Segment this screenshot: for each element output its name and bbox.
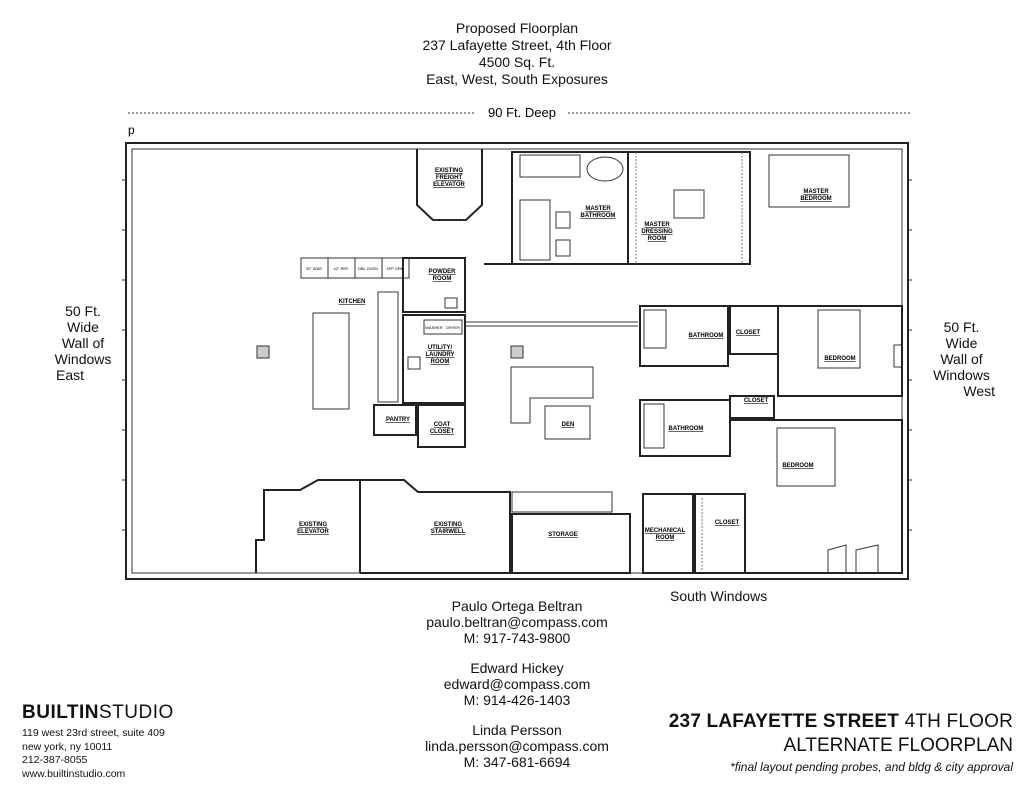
- contact-name: Linda Persson: [472, 722, 562, 738]
- header-exposures: East, West, South Exposures: [426, 71, 608, 87]
- svg-text:30" W&E: 30" W&E: [306, 266, 322, 271]
- svg-text:CLOSET: CLOSET: [715, 520, 740, 526]
- title-subtitle: ALTERNATE FLOORPLAN: [783, 735, 1013, 756]
- svg-text:EXISTING: EXISTING: [435, 168, 463, 174]
- svg-text:PANTRY: PANTRY: [386, 417, 410, 423]
- svg-text:EXISTING: EXISTING: [299, 522, 327, 528]
- svg-text:POWDER: POWDER: [429, 269, 457, 275]
- svg-text:42" REF: 42" REF: [334, 266, 350, 271]
- east-wall-label: 50 Ft. Wide Wall of Windows East: [54, 303, 112, 383]
- dimension-label: 90 Ft. Deep: [488, 105, 556, 120]
- contact-name: Paulo Ortega Beltran: [451, 598, 583, 614]
- svg-text:ROOM: ROOM: [656, 535, 675, 541]
- contact-name: Edward Hickey: [470, 660, 564, 676]
- svg-text:4FP GRB: 4FP GRB: [386, 266, 403, 271]
- freight-elevator: EXISTING FREIGHT ELEVATOR: [416, 149, 483, 221]
- south-windows-label: South Windows: [670, 588, 768, 604]
- svg-text:BATHROOM: BATHROOM: [581, 213, 616, 219]
- svg-text:CLOSET: CLOSET: [736, 330, 761, 336]
- svg-text:BEDROOM: BEDROOM: [824, 356, 855, 362]
- svg-text:EXISTING: EXISTING: [434, 522, 462, 528]
- svg-text:LAUNDRY: LAUNDRY: [425, 352, 454, 358]
- contact-3: Linda Persson linda.persson@compass.com …: [367, 722, 667, 770]
- west-wall-label: 50 Ft. Wide Wall of Windows West: [933, 319, 995, 399]
- svg-text:BATHROOM: BATHROOM: [689, 333, 724, 339]
- svg-text:STAIRWELL: STAIRWELL: [431, 529, 466, 535]
- svg-text:CLOSET: CLOSET: [744, 398, 769, 404]
- svg-text:DEN: DEN: [562, 422, 575, 428]
- den: DEN: [465, 321, 638, 440]
- svg-text:DRYER: DRYER: [446, 325, 460, 330]
- contact-email[interactable]: edward@compass.com: [443, 676, 591, 692]
- header-area: 4500 Sq. Ft.: [478, 54, 556, 70]
- svg-text:ELEVATOR: ELEVATOR: [297, 529, 329, 535]
- brand-address: 119 west 23rd street, suite 409 new york…: [22, 727, 174, 781]
- svg-text:DRESSING: DRESSING: [641, 229, 673, 235]
- contact-phone: M: 917-743-9800: [463, 630, 571, 646]
- svg-text:KITCHEN: KITCHEN: [339, 299, 366, 305]
- contact-email[interactable]: linda.persson@compass.com: [425, 738, 609, 754]
- corner-mark: p: [128, 123, 135, 137]
- svg-text:DBL OVEN: DBL OVEN: [358, 266, 378, 271]
- svg-text:FREIGHT: FREIGHT: [436, 175, 463, 181]
- contact-list: Paulo Ortega Beltran paulo.beltran@compa…: [367, 598, 667, 784]
- plan-header: Proposed Floorplan 237 Lafayette Street,…: [317, 20, 717, 88]
- svg-text:COAT: COAT: [434, 422, 451, 428]
- svg-text:MASTER: MASTER: [644, 222, 670, 228]
- master-suite: MASTER BATHROOM MASTER DRESSING ROOM MAS…: [484, 151, 850, 265]
- svg-text:WASHER: WASHER: [425, 325, 443, 330]
- title-disclaimer: *final layout pending probes, and bldg &…: [730, 760, 1013, 774]
- svg-text:ROOM: ROOM: [433, 276, 452, 282]
- svg-text:BEDROOM: BEDROOM: [782, 463, 813, 469]
- kitchen: 30" W&E 42" REF DBL OVEN 4FP GRB KITCHEN: [300, 257, 410, 410]
- svg-text:ELEVATOR: ELEVATOR: [433, 182, 465, 188]
- header-address: 237 Lafayette Street, 4th Floor: [422, 37, 612, 53]
- svg-text:MECHANICAL: MECHANICAL: [645, 528, 686, 534]
- svg-text:BATHROOM: BATHROOM: [669, 426, 704, 432]
- brand-website-link[interactable]: www.builtinstudio.com: [22, 767, 126, 780]
- title-address: 237 LAFAYETTE STREET 4TH FLOOR: [668, 711, 1013, 732]
- svg-text:STORAGE: STORAGE: [548, 532, 578, 538]
- svg-text:ROOM: ROOM: [431, 359, 450, 365]
- contact-2: Edward Hickey edward@compass.com M: 914-…: [367, 660, 667, 708]
- service-rooms: POWDER ROOM WASHER DRYER UTILITY/ LAUNDR…: [373, 257, 466, 448]
- contact-phone: M: 914-426-1403: [463, 692, 571, 708]
- svg-text:MASTER: MASTER: [585, 206, 611, 212]
- south-rooms: EXISTING ELEVATOR EXISTING STAIRWELL STO…: [255, 479, 746, 574]
- svg-text:CLOSET: CLOSET: [430, 429, 455, 435]
- contact-phone: M: 347-681-6694: [463, 754, 571, 770]
- svg-text:BEDROOM: BEDROOM: [800, 196, 831, 202]
- svg-text:UTILITY/: UTILITY/: [428, 345, 453, 351]
- svg-text:ROOM: ROOM: [648, 236, 667, 242]
- contact-email[interactable]: paulo.beltran@compass.com: [426, 614, 608, 630]
- bedroom-wing: BATHROOM CLOSET BEDROOM BATHROOM CLOSET …: [639, 305, 903, 574]
- header-title: Proposed Floorplan: [455, 20, 579, 36]
- brand-block: BUILTINSTUDIO 119 west 23rd street, suit…: [22, 702, 174, 781]
- columns: [256, 345, 524, 359]
- svg-text:MASTER: MASTER: [803, 189, 829, 195]
- title-block: 237 LAFAYETTE STREET 4TH FLOOR ALTERNATE…: [669, 711, 1013, 774]
- brand-logo: BUILTINSTUDIO: [22, 702, 174, 723]
- contact-1: Paulo Ortega Beltran paulo.beltran@compa…: [367, 598, 667, 646]
